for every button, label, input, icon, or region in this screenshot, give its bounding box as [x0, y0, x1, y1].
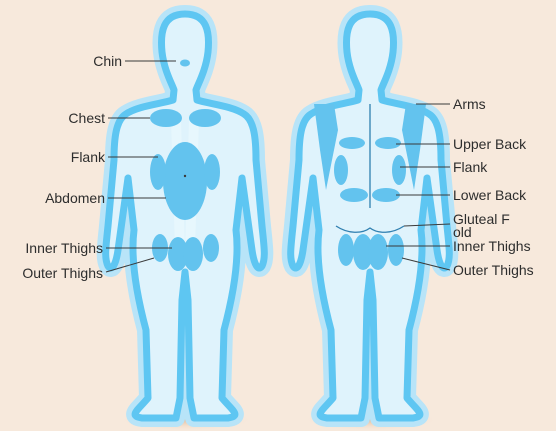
flank-back-left-zone: [334, 155, 348, 185]
upper-back-right-zone: [375, 137, 401, 149]
navel: [184, 175, 186, 177]
outer-thigh-back-left-zone: [338, 234, 354, 266]
label-inner-thighs-back: Inner Thighs: [453, 238, 531, 254]
label-arms: Arms: [453, 96, 486, 112]
inner-thigh-right-zone: [183, 237, 203, 271]
chest-left-zone: [150, 109, 182, 127]
label-lower-back: Lower Back: [453, 187, 526, 203]
label-chest: Chest: [68, 110, 105, 126]
inner-thigh-back-right-zone: [368, 234, 388, 270]
upper-back-left-zone: [339, 137, 365, 149]
abdomen-zone: [163, 142, 207, 220]
label-flank-front: Flank: [71, 149, 105, 165]
label-gluteal-fold: Gluteal Fold: [453, 213, 513, 239]
flank-right-zone: [204, 154, 220, 190]
chin-zone: [180, 60, 190, 67]
outer-thigh-right-zone: [203, 234, 219, 262]
label-outer-thighs-back: Outer Thighs: [453, 262, 534, 278]
back-body-figure: [291, 14, 450, 418]
lower-back-right-zone: [372, 188, 400, 202]
label-outer-thighs-front: Outer Thighs: [22, 265, 103, 281]
flank-left-zone: [150, 154, 166, 190]
flank-back-right-zone: [392, 155, 406, 185]
lower-back-left-zone: [340, 188, 368, 202]
label-flank-back: Flank: [453, 159, 487, 175]
outer-thigh-back-right-zone: [388, 234, 404, 266]
label-upper-back: Upper Back: [453, 136, 526, 152]
label-chin: Chin: [93, 53, 122, 69]
chest-right-zone: [189, 109, 221, 127]
label-abdomen: Abdomen: [45, 190, 105, 206]
label-inner-thighs-front: Inner Thighs: [25, 240, 103, 256]
